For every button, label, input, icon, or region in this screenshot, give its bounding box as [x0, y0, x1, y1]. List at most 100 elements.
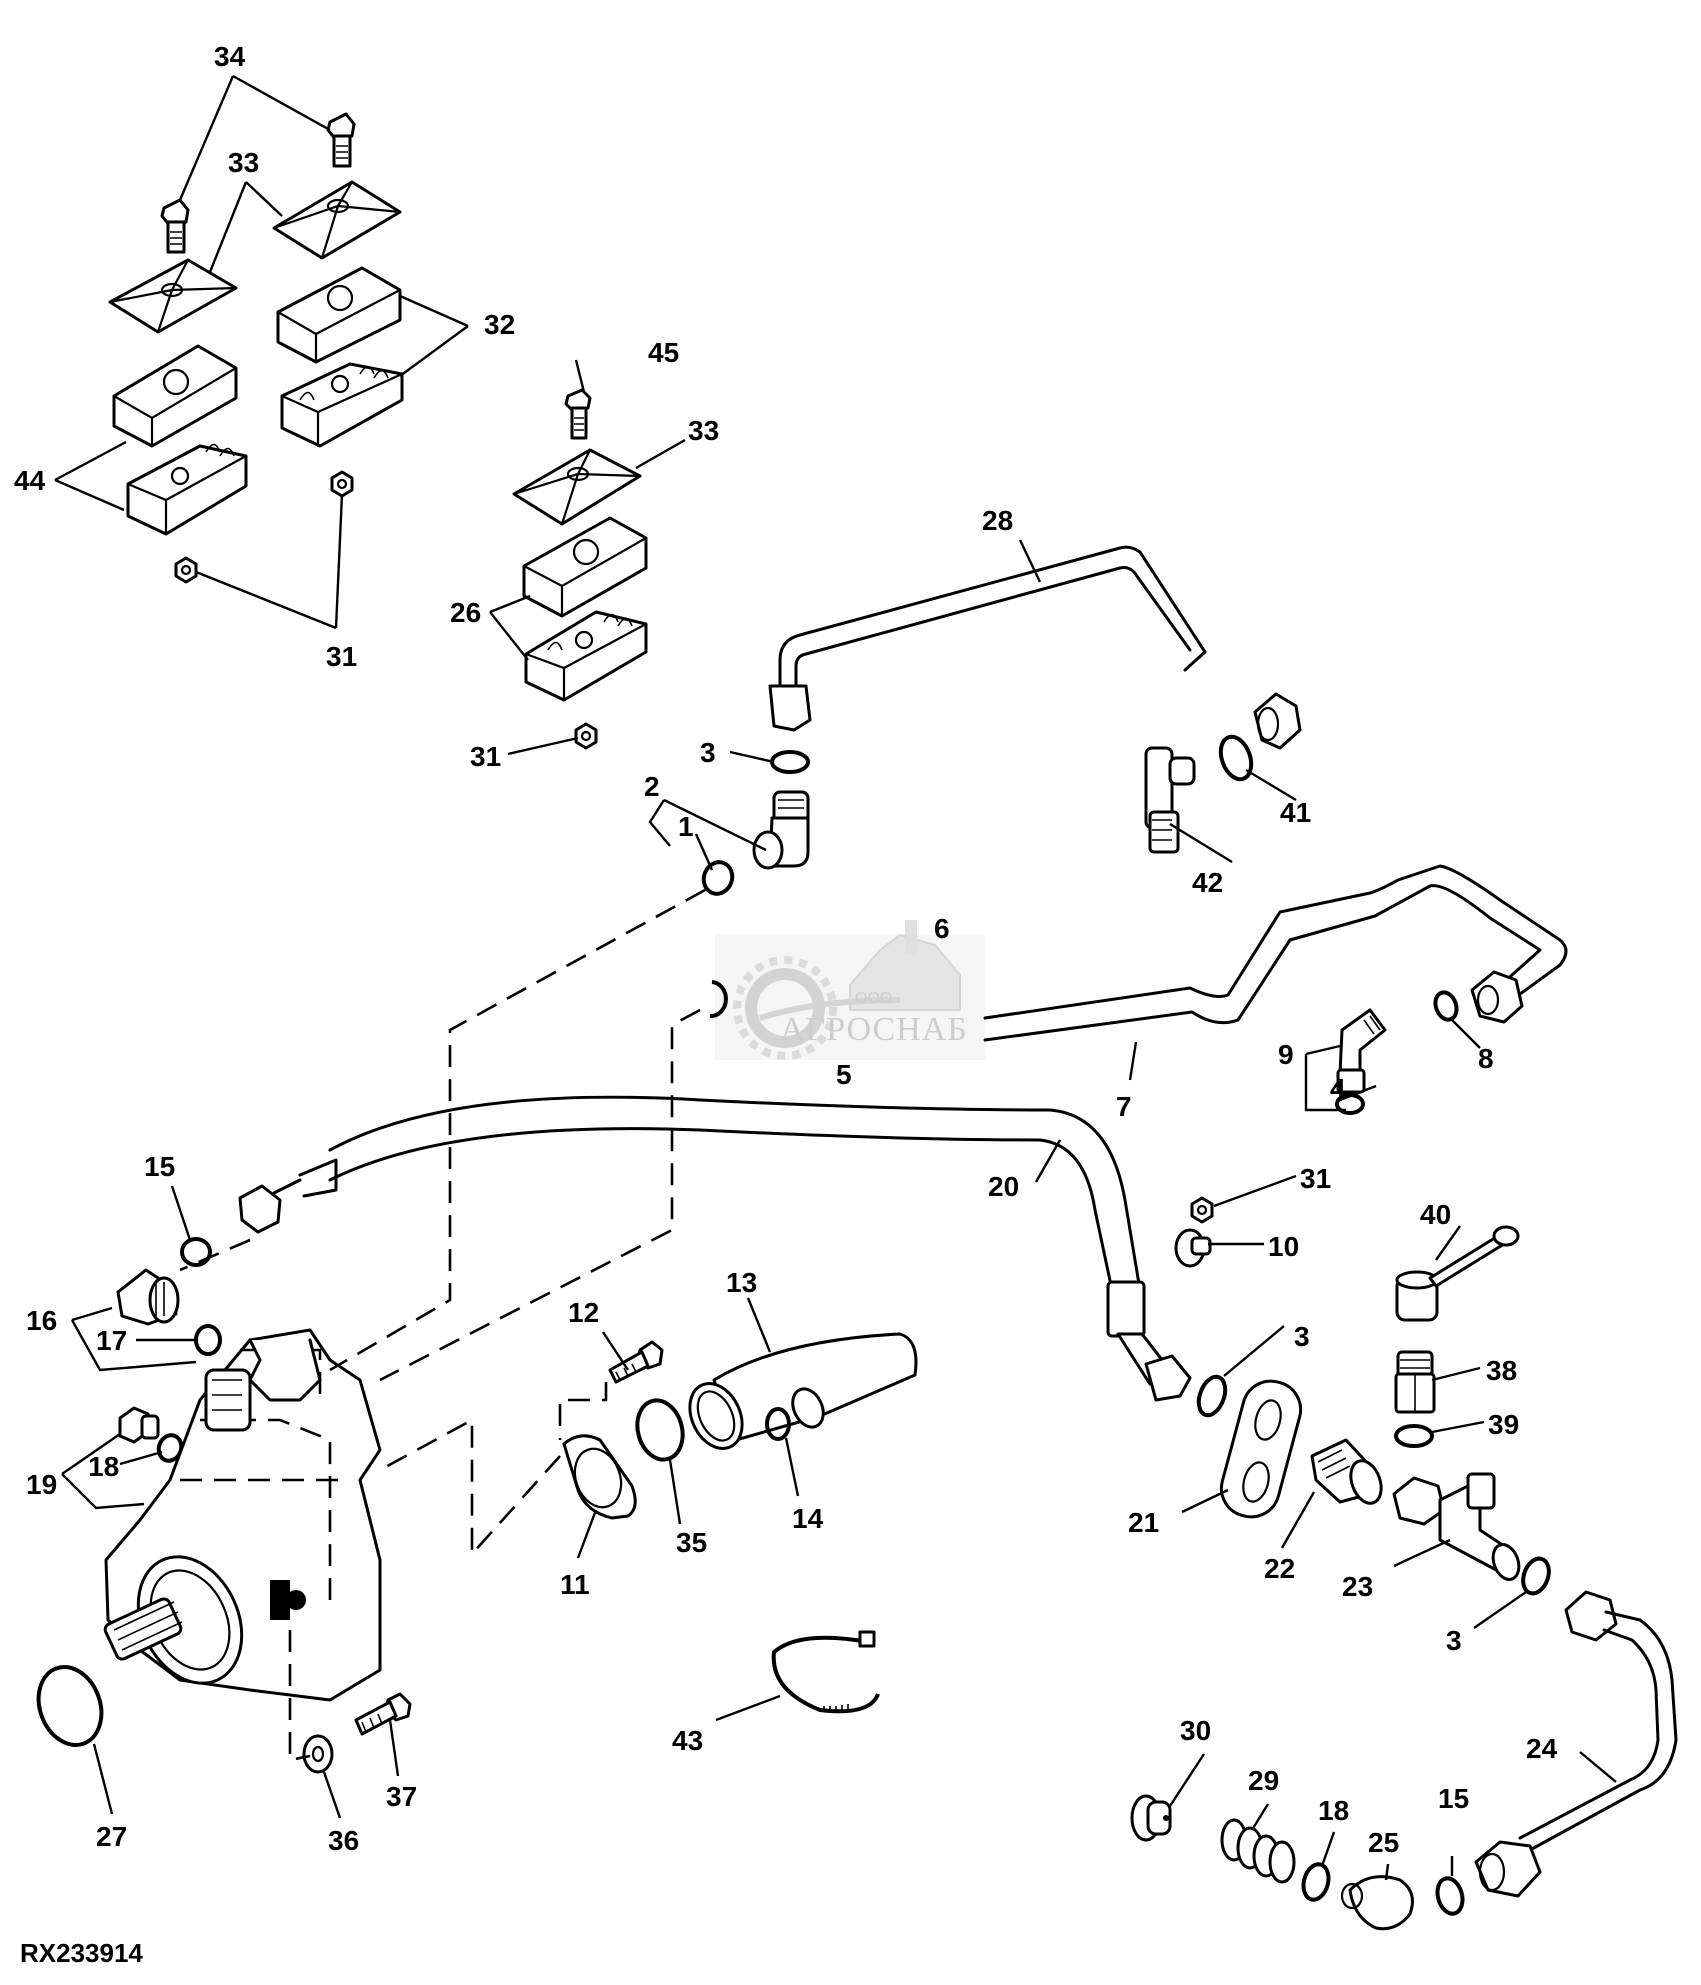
fitting-22[interactable] — [1310, 1438, 1387, 1507]
callout-18-left: 18 — [88, 1451, 119, 1482]
clamp-cover-33-right[interactable] — [272, 180, 402, 260]
flange-11[interactable] — [562, 1434, 637, 1520]
o-ring-1[interactable] — [699, 858, 736, 898]
callout-9: 9 — [1278, 1039, 1294, 1070]
hydraulic-pump[interactable] — [103, 1328, 382, 1702]
watermark-name: АГРОСНАБ — [780, 1011, 968, 1048]
clamp-half-26-upper[interactable] — [522, 516, 648, 618]
pipe-24[interactable] — [1474, 1590, 1678, 1898]
snap-ring-43[interactable] — [771, 1630, 880, 1714]
callout-14: 14 — [792, 1503, 824, 1534]
callout-35: 35 — [676, 1527, 707, 1558]
spring-29[interactable] — [1220, 1818, 1296, 1884]
callout-42: 42 — [1192, 867, 1223, 898]
nut-31-b[interactable] — [330, 470, 354, 498]
plug-19[interactable] — [118, 1406, 160, 1444]
clamp-half-26-lower[interactable] — [524, 610, 648, 702]
callout-6: 6 — [934, 913, 950, 944]
o-ring-5[interactable] — [709, 980, 728, 1019]
bolt-34-right[interactable] — [326, 112, 356, 168]
pipe-28[interactable] — [768, 545, 1302, 750]
o-ring-3-right-a[interactable] — [1194, 1373, 1230, 1419]
callout-25: 25 — [1368, 1827, 1399, 1858]
callout-26: 26 — [450, 597, 481, 628]
elbow-fitting-2[interactable] — [752, 790, 810, 870]
callout-41: 41 — [1280, 797, 1311, 828]
bolt-45[interactable] — [564, 388, 592, 440]
callout-31: 31 — [326, 641, 357, 672]
clamp-half-32-upper[interactable] — [276, 266, 402, 364]
clamp-half-32-lower[interactable] — [280, 362, 404, 448]
plate-21[interactable] — [1215, 1375, 1307, 1523]
callout-44: 44 — [14, 465, 46, 496]
clamp-half-44-lower[interactable] — [126, 443, 248, 536]
callout-7: 7 — [1116, 1091, 1132, 1122]
callout-36: 36 — [328, 1825, 359, 1856]
callout-20: 20 — [988, 1171, 1019, 1202]
check-valve-25[interactable] — [1340, 1875, 1414, 1931]
nut-31-d[interactable] — [1190, 1196, 1214, 1224]
callout-2: 2 — [644, 771, 660, 802]
callout-34: 34 — [214, 41, 246, 72]
callout-labels: 34 33 32 44 31 45 33 26 31 28 3 2 1 41 4… — [14, 41, 1558, 1858]
tee-fitting-23[interactable] — [1392, 1472, 1523, 1583]
dust-cap-40[interactable] — [1395, 1225, 1520, 1322]
callout-31-right: 31 — [1300, 1163, 1331, 1194]
callout-19: 19 — [26, 1469, 57, 1500]
callout-29: 29 — [1248, 1765, 1279, 1796]
o-ring-39[interactable] — [1394, 1424, 1434, 1448]
fitting-16[interactable] — [116, 1268, 180, 1326]
fitting-10[interactable] — [1174, 1228, 1212, 1268]
clamp-half-44-upper[interactable] — [112, 344, 238, 448]
plug-30[interactable] — [1130, 1794, 1172, 1842]
o-ring-8[interactable] — [1432, 989, 1460, 1022]
clamp-cover-33-left[interactable] — [108, 258, 238, 334]
elbow-fitting-9[interactable] — [1336, 1008, 1387, 1094]
bolt-12[interactable] — [608, 1340, 664, 1384]
callout-12: 12 — [568, 1297, 599, 1328]
hose-20[interactable] — [238, 1095, 1192, 1402]
o-ring-15-left[interactable] — [180, 1237, 212, 1267]
o-ring-41[interactable] — [1215, 733, 1256, 784]
pipe-7[interactable] — [983, 864, 1568, 1042]
o-ring-3-upper[interactable] — [770, 750, 810, 774]
callout-5: 5 — [836, 1059, 852, 1090]
callout-3-right-b: 3 — [1446, 1625, 1462, 1656]
callout-31-center: 31 — [470, 741, 501, 772]
callout-13: 13 — [726, 1267, 757, 1298]
callout-30: 30 — [1180, 1715, 1211, 1746]
callout-22: 22 — [1264, 1553, 1295, 1584]
callout-21: 21 — [1128, 1507, 1159, 1538]
callout-39: 39 — [1488, 1409, 1519, 1440]
combine-harvester-icon — [849, 920, 961, 1011]
callout-4: 4 — [1330, 1073, 1346, 1104]
o-ring-27[interactable] — [28, 1658, 112, 1754]
callout-24: 24 — [1526, 1733, 1558, 1764]
o-ring-3-right-b[interactable] — [1519, 1555, 1554, 1597]
watermark-prefix: ООО — [855, 990, 892, 1007]
clamp-cover-33-center[interactable] — [512, 448, 642, 526]
o-ring-17[interactable] — [194, 1324, 222, 1356]
o-ring-18-right[interactable] — [1300, 1862, 1332, 1903]
callout-40: 40 — [1420, 1199, 1451, 1230]
fitting-38[interactable] — [1394, 1350, 1436, 1414]
o-ring-14[interactable] — [765, 1407, 791, 1441]
o-ring-15-right[interactable] — [1434, 1876, 1466, 1917]
nut-31-c[interactable] — [574, 722, 598, 750]
tube-13[interactable] — [680, 1332, 918, 1457]
callout-33-center: 33 — [688, 415, 719, 446]
o-ring-35[interactable] — [631, 1395, 689, 1464]
callout-23: 23 — [1342, 1571, 1373, 1602]
bolt-37[interactable] — [354, 1692, 412, 1736]
callout-8: 8 — [1478, 1043, 1494, 1074]
tee-fitting-42[interactable] — [1144, 746, 1196, 854]
washer-36[interactable] — [302, 1734, 334, 1774]
callout-32: 32 — [484, 309, 515, 340]
callout-3-upper: 3 — [700, 737, 716, 768]
bolt-34-left[interactable] — [160, 198, 190, 254]
callout-16: 16 — [26, 1305, 57, 1336]
nut-31-a[interactable] — [174, 556, 198, 584]
assembly-lines — [179, 888, 706, 1762]
callout-27: 27 — [96, 1821, 127, 1852]
